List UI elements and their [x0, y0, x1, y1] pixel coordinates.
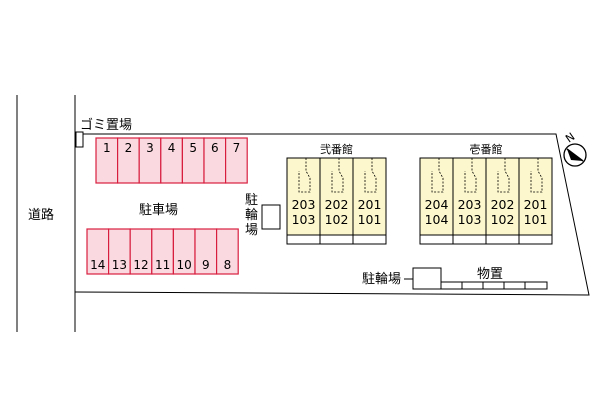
bicycle-label-1: 駐	[245, 193, 258, 208]
unit-number-lower: 102	[325, 212, 349, 227]
north-label: N	[563, 130, 577, 145]
parking-space-number: 13	[112, 258, 127, 272]
parking-space-number: 11	[155, 258, 170, 272]
parking-space-number: 12	[133, 258, 148, 272]
parking-space-number: 1	[103, 141, 111, 155]
parking-space-number: 4	[168, 141, 176, 155]
unit-number-upper: 202	[491, 197, 515, 212]
parking-space-number: 5	[189, 141, 197, 155]
north-arrow-icon	[563, 143, 587, 167]
building-body	[286, 157, 387, 236]
parking-label: 駐車場	[139, 203, 178, 218]
stairway	[431, 158, 444, 193]
parking-space-number: 6	[211, 141, 219, 155]
unit-number-upper: 201	[524, 197, 548, 212]
parking-space-8	[216, 228, 239, 275]
stairway	[331, 158, 344, 193]
unit-number-lower: 102	[491, 212, 515, 227]
unit-number-lower: 101	[358, 212, 382, 227]
unit-number-upper: 201	[358, 197, 382, 212]
storage-units	[440, 281, 548, 290]
building-name: 壱番館	[470, 142, 503, 156]
parking-space-number: 14	[90, 258, 105, 272]
garbage-station	[75, 131, 84, 148]
stairway	[497, 158, 510, 193]
unit-number-lower: 101	[524, 212, 548, 227]
stairway	[364, 158, 377, 193]
bicycle-bottom-label: 駐輪場	[362, 271, 401, 287]
unit-number-upper: 204	[425, 197, 449, 212]
bicycle-parking-bottom	[412, 267, 442, 290]
road-label: 道路	[28, 207, 54, 223]
stairway	[464, 158, 477, 193]
garbage-station-label: ゴミ置場	[80, 117, 132, 133]
parking-space-number: 9	[202, 258, 210, 272]
unit-number-lower: 103	[458, 212, 482, 227]
parking-space-7	[225, 137, 248, 184]
bicycle-label-3: 場	[245, 223, 258, 238]
parking-space-number: 2	[125, 141, 133, 155]
building-name: 弐番館	[320, 142, 353, 156]
bicycle-parking-left	[261, 204, 281, 230]
building-balcony	[286, 234, 387, 245]
storage-label: 物置	[477, 267, 503, 282]
parking-space-number: 10	[177, 258, 192, 272]
parking-space-number: 7	[233, 141, 241, 155]
bicycle-label-2: 輪	[245, 207, 258, 223]
unit-number-lower: 103	[292, 212, 316, 227]
stairway	[530, 158, 543, 193]
parking-space-number: 8	[224, 258, 232, 272]
stairway	[298, 158, 311, 193]
unit-number-lower: 104	[425, 212, 449, 227]
property-boundary	[74, 133, 590, 296]
unit-number-upper: 203	[292, 197, 316, 212]
unit-number-upper: 202	[325, 197, 349, 212]
parking-space-number: 3	[146, 141, 154, 155]
unit-number-upper: 203	[458, 197, 482, 212]
